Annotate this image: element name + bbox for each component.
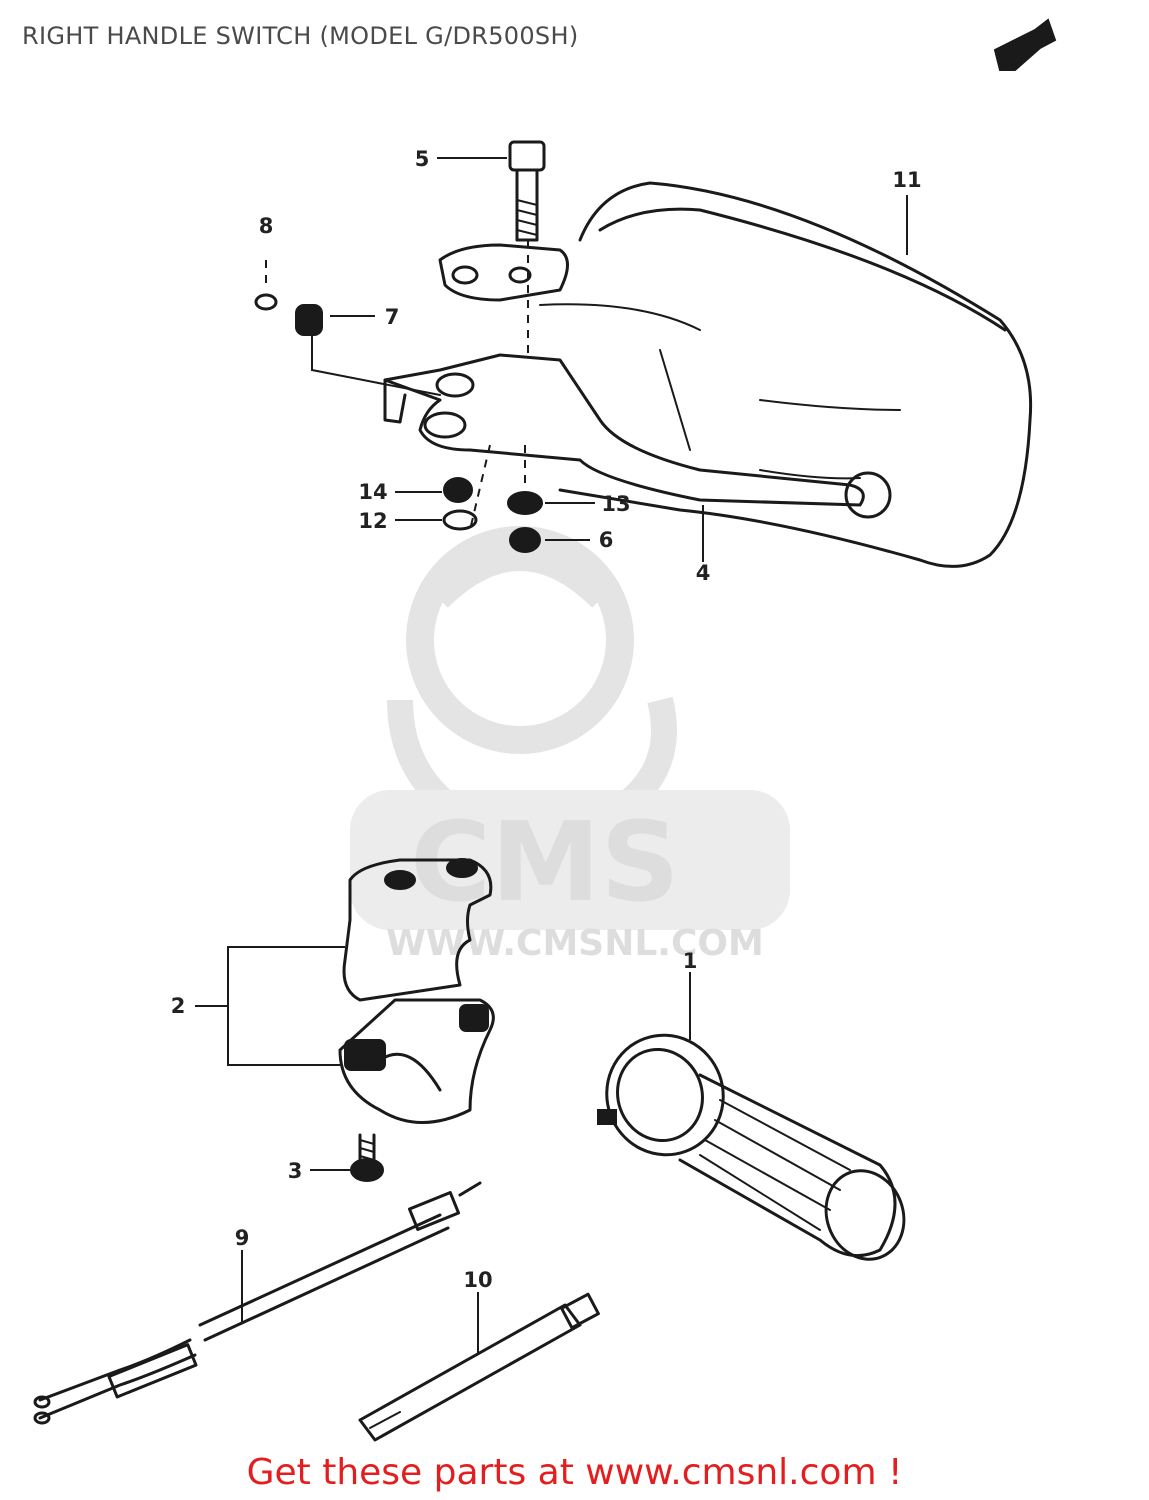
callout-3: 3 xyxy=(288,1159,303,1183)
nut-14 xyxy=(443,477,473,503)
watermark-banner xyxy=(350,790,790,930)
callout-11: 11 xyxy=(892,168,921,192)
footer-promo[interactable]: Get these parts at www.cmsnl.com ! xyxy=(246,1452,903,1493)
washer-13 xyxy=(507,491,543,515)
lever-bracket xyxy=(383,240,892,531)
nut-7 xyxy=(295,304,441,396)
bolt-5 xyxy=(508,140,546,242)
callout-6: 6 xyxy=(599,528,614,552)
callout-1: 1 xyxy=(683,949,698,973)
callout-5: 5 xyxy=(415,147,430,171)
callout-4: 4 xyxy=(696,561,711,585)
callout-7: 7 xyxy=(385,305,400,329)
parts-diagram: CMS WWW.CMSNL.COM xyxy=(33,18,1057,1442)
wire-harness xyxy=(33,1181,482,1425)
watermark: CMS WWW.CMSNL.COM xyxy=(350,526,790,964)
callout-labels: 1 2 3 4 5 6 7 8 9 10 11 12 13 14 xyxy=(171,147,922,1292)
direction-arrow-icon xyxy=(993,18,1057,71)
callout-12: 12 xyxy=(358,509,387,533)
callout-9: 9 xyxy=(235,1226,250,1250)
pin-8 xyxy=(254,260,278,311)
callout-8: 8 xyxy=(259,214,274,238)
callout-13: 13 xyxy=(601,492,630,516)
callout-14: 14 xyxy=(358,480,387,504)
screw-3 xyxy=(350,1133,384,1182)
leader-lines xyxy=(195,157,908,1355)
nut-6 xyxy=(509,527,541,553)
watermark-url: WWW.CMSNL.COM xyxy=(386,923,764,964)
callout-10: 10 xyxy=(463,1268,492,1292)
washer-12 xyxy=(442,509,478,531)
page-title: RIGHT HANDLE SWITCH (MODEL G/DR500SH) xyxy=(22,22,579,50)
throttle-grip xyxy=(597,1033,906,1261)
switch-upper-half xyxy=(342,858,493,1002)
cable-tie xyxy=(358,1292,600,1442)
switch-lower-half xyxy=(338,998,495,1124)
callout-2: 2 xyxy=(171,994,186,1018)
hand-guard xyxy=(539,181,1033,568)
